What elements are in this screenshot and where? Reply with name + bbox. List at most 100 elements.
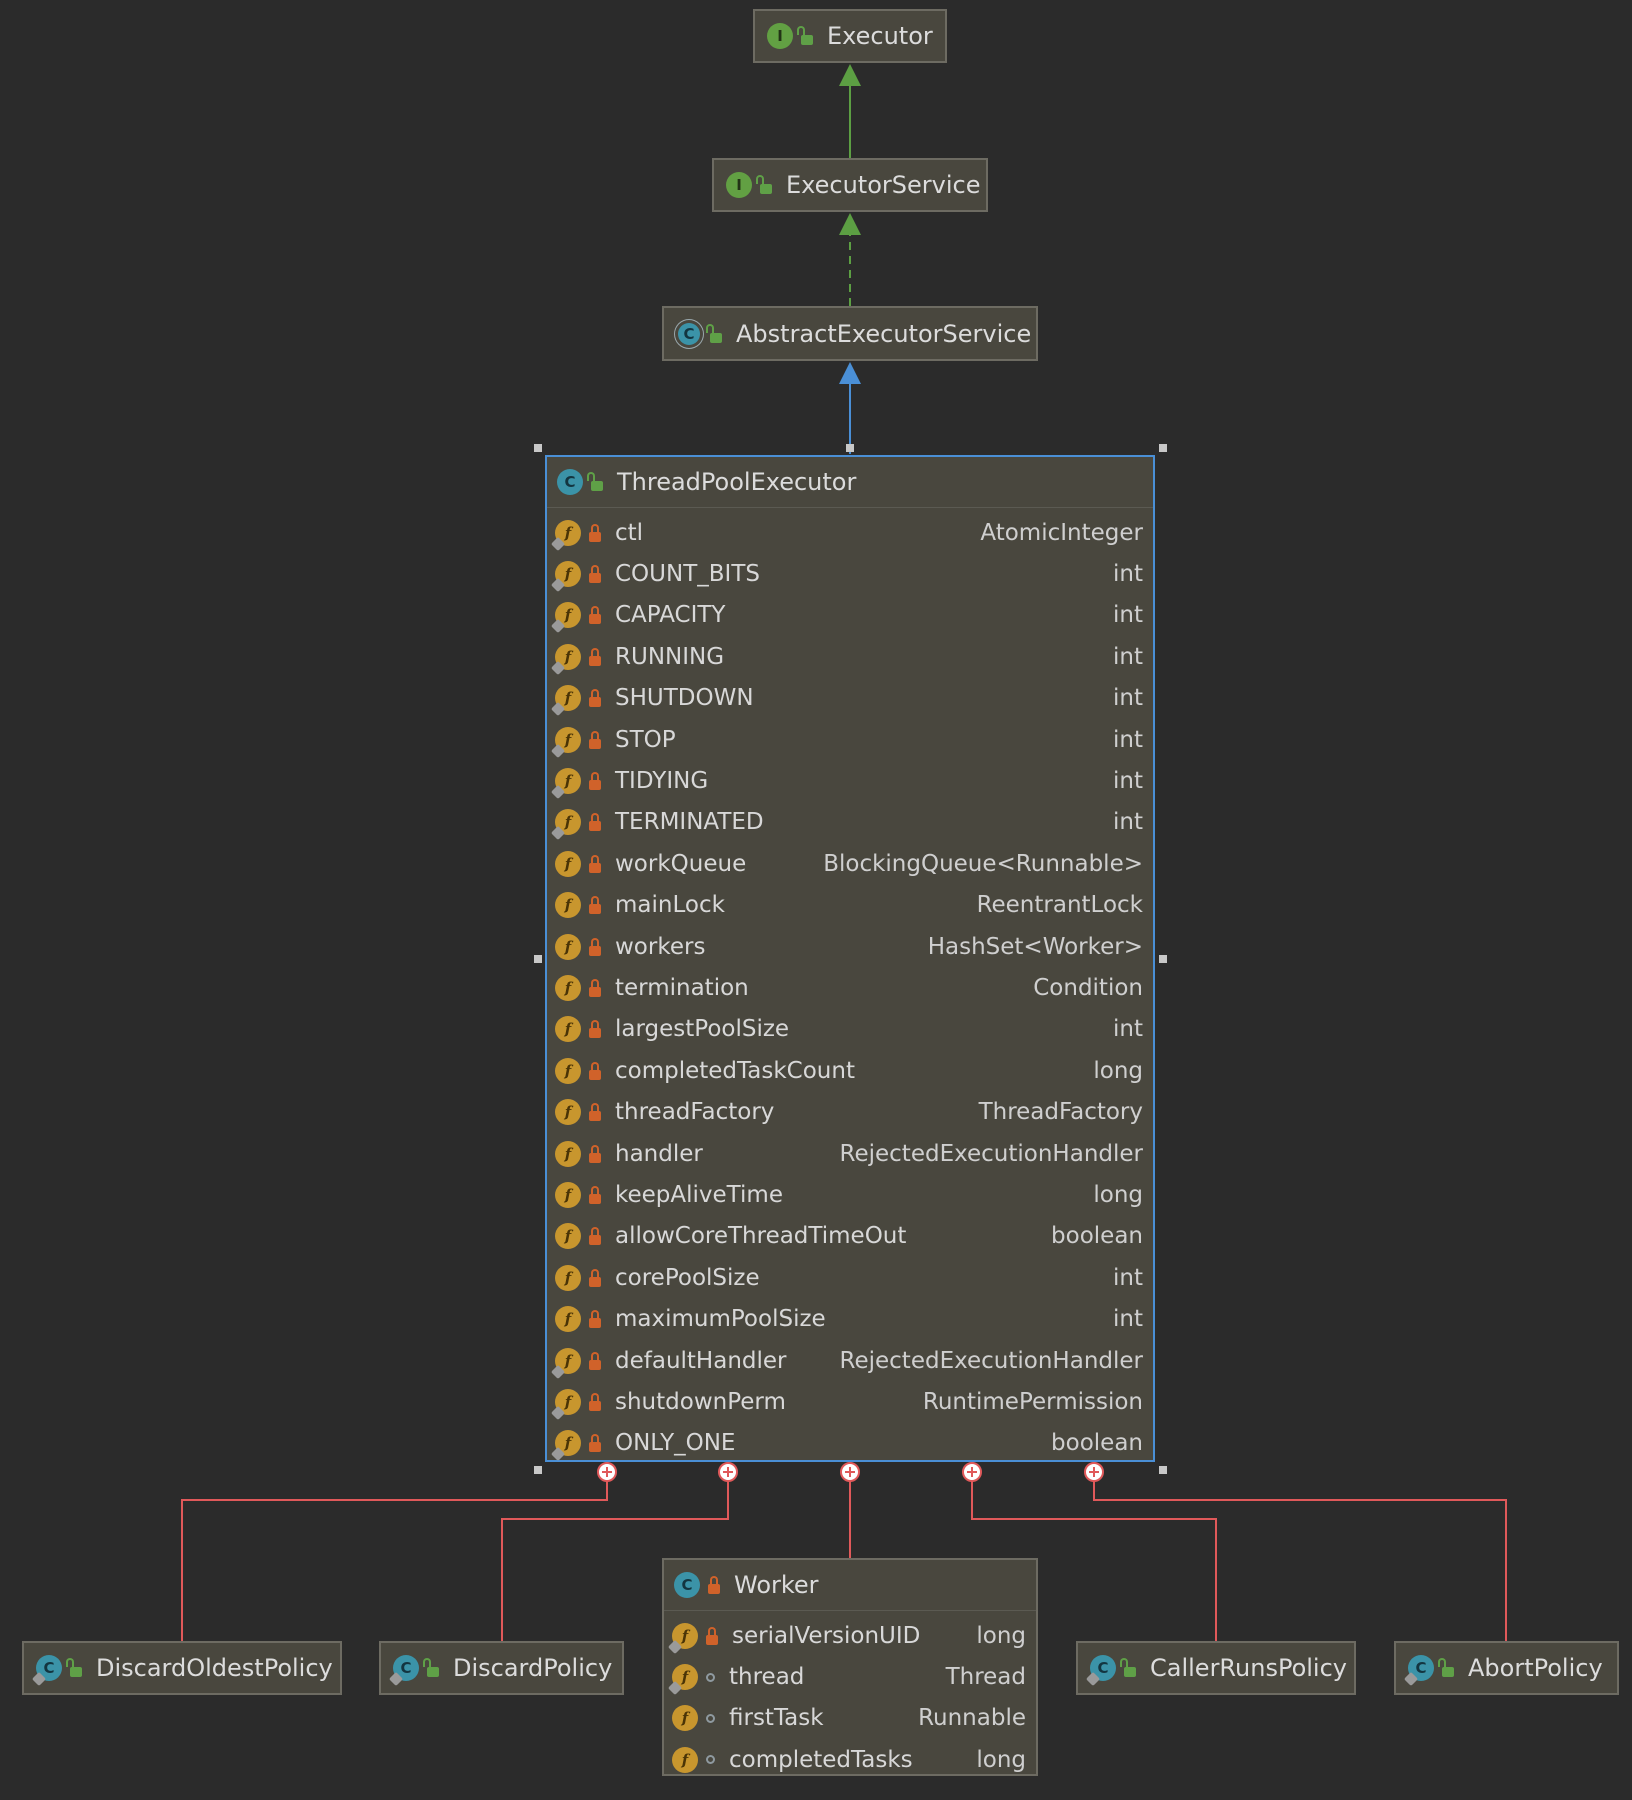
- selection-handle[interactable]: [846, 444, 854, 452]
- public-unlock-icon: [423, 1658, 439, 1677]
- field-type: RejectedExecutionHandler: [839, 1347, 1143, 1374]
- field-type: int: [1113, 809, 1143, 836]
- field-name: RUNNING: [615, 643, 725, 670]
- static-field-icon: f: [555, 561, 581, 588]
- field-name: firstTask: [729, 1705, 824, 1732]
- field-type: Condition: [1033, 974, 1143, 1001]
- inner-class-marker-icon: [962, 1462, 982, 1482]
- private-lock-icon: [589, 896, 601, 915]
- selection-handle[interactable]: [1159, 1466, 1167, 1474]
- field-name: keepAliveTime: [615, 1181, 783, 1208]
- field-name: workers: [615, 933, 706, 960]
- private-lock-icon: [589, 772, 601, 791]
- inner-link-abortpolicy: [1093, 1473, 1507, 1641]
- selection-handle[interactable]: [1159, 444, 1167, 452]
- node-title: ThreadPoolExecutor: [617, 468, 857, 496]
- class-extends-arrowhead: [839, 362, 861, 384]
- package-private-icon: [706, 1755, 715, 1765]
- abstractexecutorservice-node[interactable]: C AbstractExecutorService: [662, 306, 1038, 361]
- private-lock-icon: [589, 689, 601, 708]
- class-icon: C: [557, 469, 583, 495]
- private-lock-icon: [589, 1185, 601, 1204]
- static-field-icon: f: [555, 1347, 581, 1374]
- abortpolicy-node[interactable]: C AbortPolicy: [1394, 1641, 1619, 1695]
- private-lock-icon: [589, 1103, 601, 1122]
- field-type: RuntimePermission: [922, 1388, 1143, 1415]
- static-field-icon: f: [555, 602, 581, 629]
- static-field-icon: f: [555, 1388, 581, 1415]
- private-lock-icon: [589, 1310, 601, 1329]
- field-type: long: [976, 1622, 1026, 1649]
- field-icon: f: [555, 1140, 581, 1167]
- field-name: ctl: [615, 519, 644, 546]
- selection-handle[interactable]: [534, 444, 542, 452]
- field-name: COUNT_BITS: [615, 561, 760, 588]
- selection-handle[interactable]: [1159, 955, 1167, 963]
- static-field-icon: f: [555, 768, 581, 795]
- discardoldestpolicy-node[interactable]: C DiscardOldestPolicy: [22, 1641, 342, 1695]
- field-row[interactable]: f shutdownPerm RuntimePermission: [547, 1381, 1153, 1422]
- field-name: serialVersionUID: [732, 1622, 921, 1649]
- field-icon: f: [555, 1057, 581, 1084]
- extends-arrowhead: [839, 64, 861, 86]
- static-field-icon: f: [555, 1430, 581, 1457]
- private-lock-icon: [589, 1268, 601, 1287]
- field-icon: f: [555, 1099, 581, 1126]
- private-lock-icon: [708, 1576, 720, 1594]
- node-title: CallerRunsPolicy: [1150, 1654, 1347, 1682]
- field-type: ReentrantLock: [976, 892, 1143, 919]
- inner-link-discardpolicy: [501, 1473, 729, 1641]
- discardpolicy-node[interactable]: C DiscardPolicy: [379, 1641, 624, 1695]
- abstract-class-icon: C: [678, 322, 700, 345]
- static-class-icon: C: [1090, 1655, 1116, 1681]
- private-lock-icon: [589, 978, 601, 997]
- selection-handle[interactable]: [534, 955, 542, 963]
- static-field-icon: f: [555, 643, 581, 670]
- node-title: DiscardOldestPolicy: [96, 1654, 333, 1682]
- private-lock-icon: [589, 1351, 601, 1370]
- field-name: mainLock: [615, 892, 725, 919]
- callerrunspolicy-node[interactable]: C CallerRunsPolicy: [1076, 1641, 1356, 1695]
- executorservice-node[interactable]: I ExecutorService: [712, 158, 988, 212]
- static-class-icon: C: [393, 1655, 419, 1681]
- field-name: shutdownPerm: [615, 1388, 786, 1415]
- private-lock-icon: [706, 1626, 718, 1645]
- field-name: completedTaskCount: [615, 1057, 855, 1084]
- field-type: boolean: [1051, 1223, 1143, 1250]
- field-icon: f: [555, 1016, 581, 1043]
- node-title: Worker: [734, 1571, 819, 1599]
- field-name: threadFactory: [615, 1099, 775, 1126]
- selection-handle[interactable]: [534, 1466, 542, 1474]
- executor-node[interactable]: I Executor: [753, 9, 947, 63]
- field-icon: f: [555, 1181, 581, 1208]
